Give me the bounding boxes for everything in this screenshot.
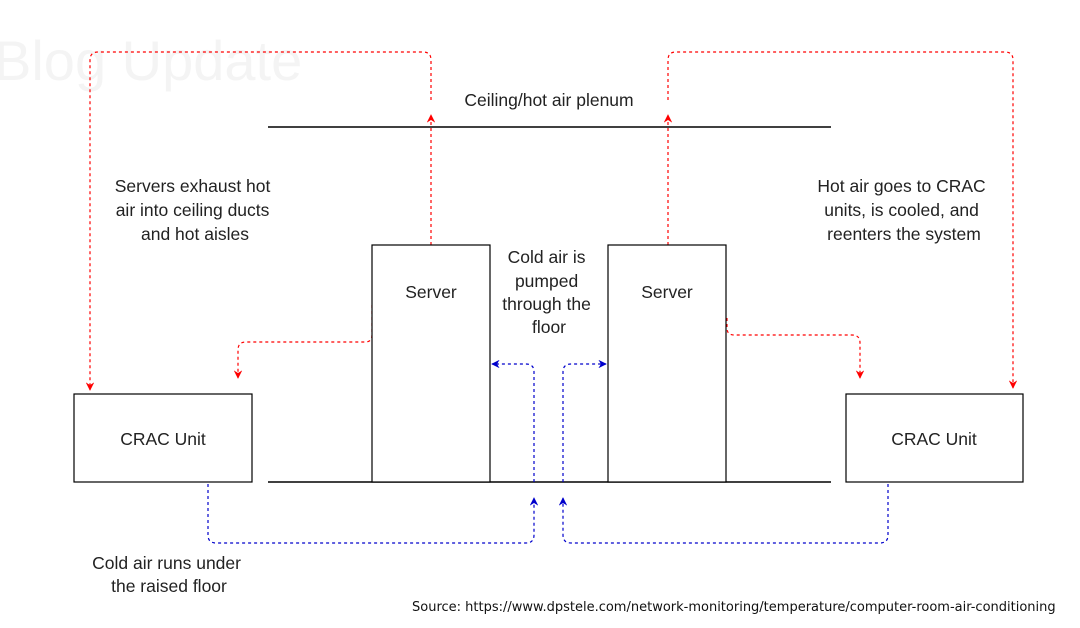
center-note-line: Cold air is xyxy=(508,247,586,267)
cold-air-up-right xyxy=(562,359,607,482)
crac-unit-label-left: CRAC Unit xyxy=(120,429,206,449)
cold-air-up-left xyxy=(491,359,535,482)
server-label-left: Server xyxy=(405,282,457,302)
bottom-note-line: the raised floor xyxy=(111,576,227,596)
center-note-line: floor xyxy=(532,317,566,337)
left-note-line: Servers exhaust hot xyxy=(115,176,271,196)
right-note-line: Hot air goes to CRAC xyxy=(817,176,985,196)
center-note-line: through the xyxy=(502,294,591,314)
cold-air-underfloor-right xyxy=(558,484,889,544)
server-box-left xyxy=(371,244,491,483)
center-note-line: pumped xyxy=(515,271,578,291)
left-note-line: and hot aisles xyxy=(141,224,249,244)
right-note: Hot air goes to CRAC units, is cooled, a… xyxy=(817,176,990,244)
right-note-line: reenters the system xyxy=(827,224,981,244)
bottom-note-line: Cold air runs under xyxy=(92,553,241,573)
server-label-right: Server xyxy=(641,282,693,302)
bottom-note: Cold air runs under the raised floor xyxy=(92,553,246,596)
hot-air-duct-left xyxy=(85,51,432,391)
left-note-line: air into ceiling ducts xyxy=(116,200,270,220)
hot-air-duct-right xyxy=(667,51,1018,389)
left-note: Servers exhaust hot air into ceiling duc… xyxy=(115,176,276,244)
cold-air-underfloor-left xyxy=(207,484,539,544)
crac-unit-box-left xyxy=(73,393,253,483)
watermark-text: Blog Update xyxy=(0,29,302,92)
crac-unit-box-right xyxy=(845,393,1024,483)
crac-unit-label-right: CRAC Unit xyxy=(891,429,977,449)
ceiling-label: Ceiling/hot air plenum xyxy=(464,90,633,110)
right-note-line: units, is cooled, and xyxy=(824,200,979,220)
server-box-right xyxy=(607,244,727,483)
source-link[interactable]: Source: https://www.dpstele.com/network-… xyxy=(412,600,1056,615)
hot-air-aisle-right xyxy=(726,318,865,379)
center-note: Cold air is pumped through the floor xyxy=(502,247,595,337)
hot-air-aisle-left xyxy=(233,305,373,379)
